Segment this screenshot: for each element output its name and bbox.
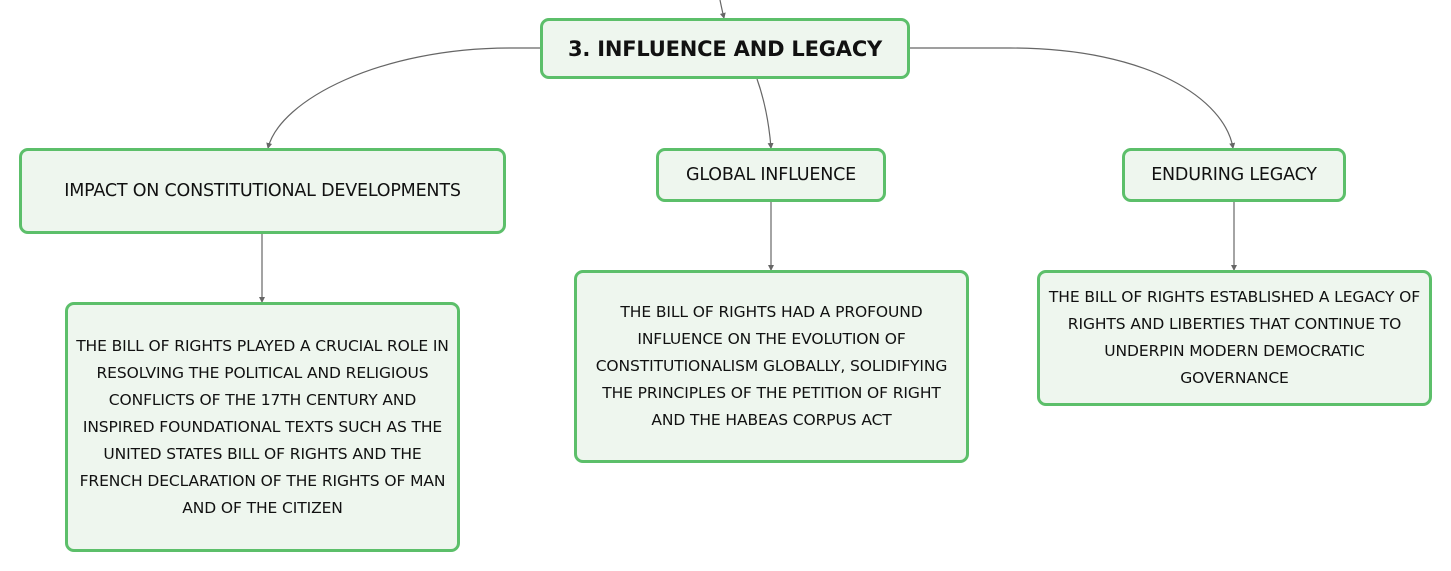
detail-node-text: THE BILL OF RIGHTS PLAYED A CRUCIAL ROLE…: [76, 336, 449, 517]
detail-node-text: THE BILL OF RIGHTS ESTABLISHED A LEGACY …: [1048, 288, 1421, 387]
incoming-connector: [719, 0, 726, 19]
root-node-title: 3. INFLUENCE AND LEGACY: [567, 36, 883, 61]
branch-node-title: IMPACT ON CONSTITUTIONAL DEVELOPMENTS: [64, 181, 461, 201]
detail-node-impact[interactable]: THE BILL OF RIGHTS PLAYED A CRUCIAL ROLE…: [65, 302, 460, 552]
detail-node-enduring-legacy[interactable]: THE BILL OF RIGHTS ESTABLISHED A LEGACY …: [1037, 270, 1432, 406]
detail-node-text: THE BILL OF RIGHTS HAD A PROFOUND INFLUE…: [595, 303, 948, 429]
branch-node-global-influence[interactable]: GLOBAL INFLUENCE: [656, 148, 886, 202]
branch-node-title: ENDURING LEGACY: [1151, 165, 1317, 185]
branch-node-enduring-legacy[interactable]: ENDURING LEGACY: [1122, 148, 1346, 202]
connector-root-to-impact: [266, 47, 540, 149]
connector-root-to-enduring: [910, 47, 1236, 149]
detail-node-global-influence[interactable]: THE BILL OF RIGHTS HAD A PROFOUND INFLUE…: [574, 270, 969, 463]
branch-node-impact[interactable]: IMPACT ON CONSTITUTIONAL DEVELOPMENTS: [19, 148, 506, 234]
root-node[interactable]: 3. INFLUENCE AND LEGACY: [540, 18, 910, 79]
connector-root-to-global: [756, 78, 774, 149]
branch-node-title: GLOBAL INFLUENCE: [686, 165, 856, 185]
